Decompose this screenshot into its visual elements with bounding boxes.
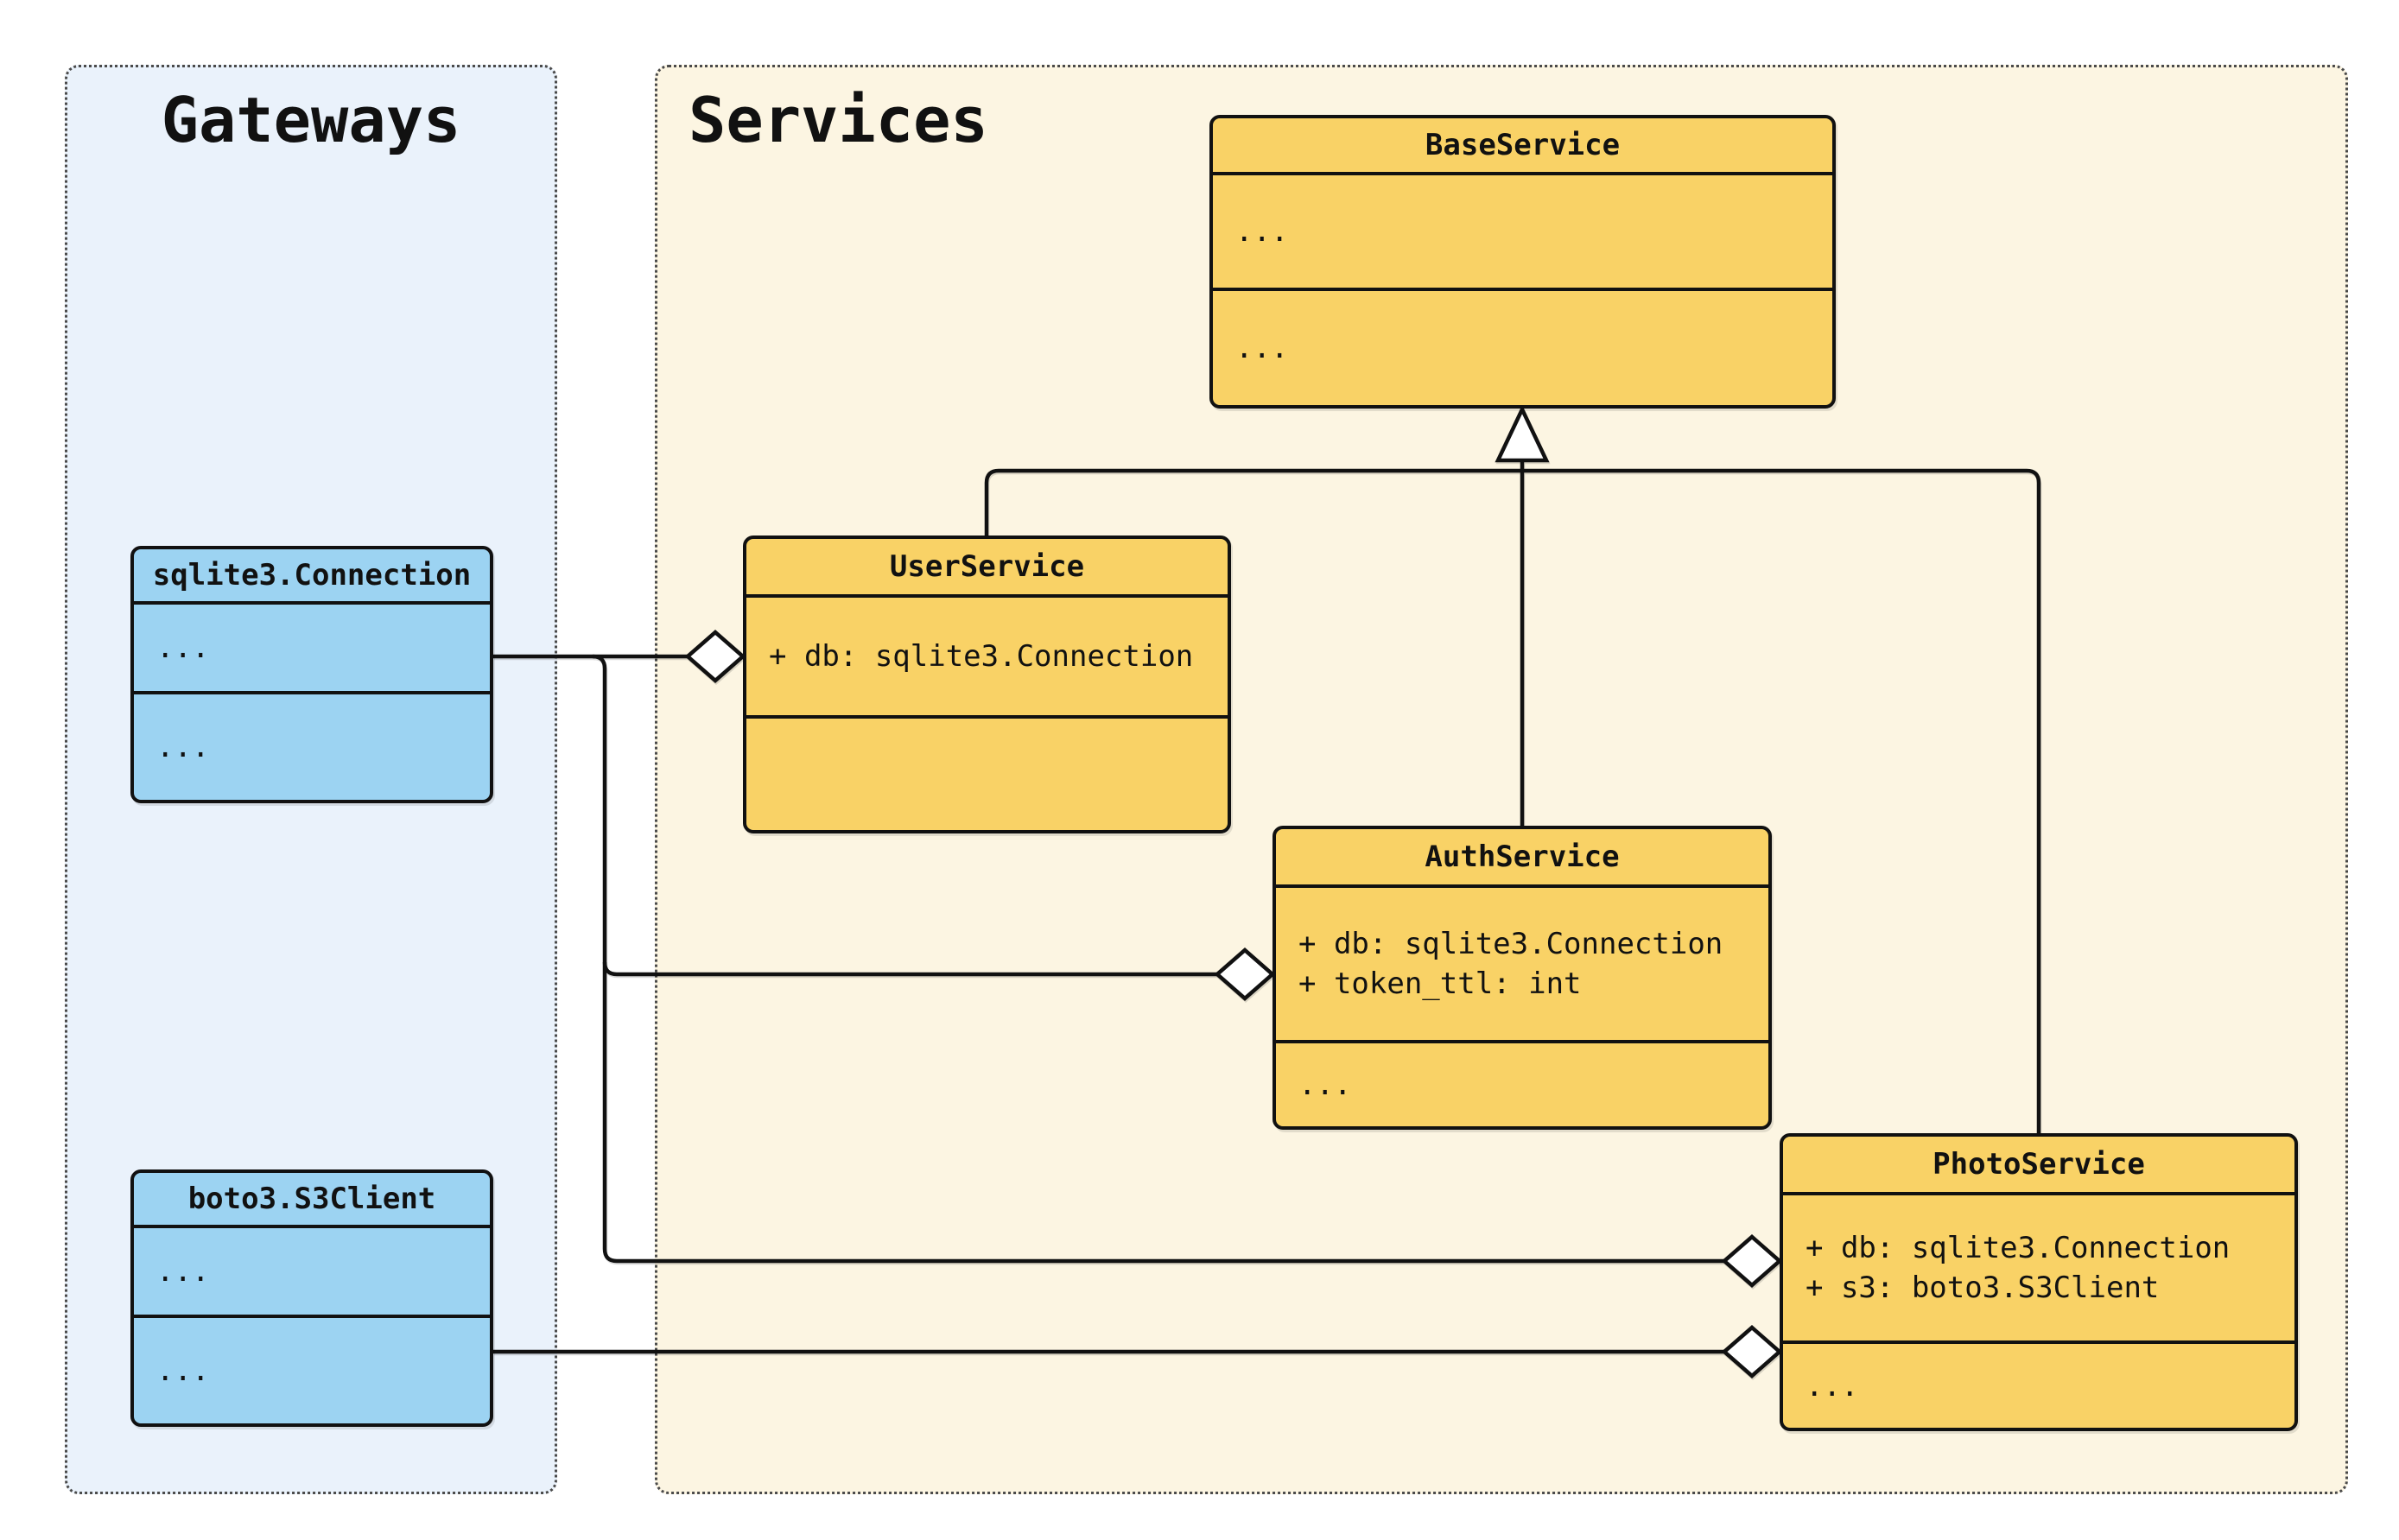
attributes-section: ... (134, 601, 490, 691)
edge-sqlite-authservice (602, 961, 1217, 977)
attributes-section: + db: sqlite3.Connection + s3: boto3.S3C… (1783, 1192, 2294, 1340)
attribute-line: + token_ttl: int (1298, 966, 1582, 1001)
class-title: boto3.S3Client (187, 1182, 436, 1216)
methods-section: ... (1213, 288, 1832, 405)
class-box-authservice: AuthService + db: sqlite3.Connection + t… (1272, 826, 1772, 1130)
ellipsis: ... (156, 1254, 210, 1289)
ellipsis: ... (1806, 1368, 1859, 1404)
class-title: AuthService (1425, 840, 1620, 874)
class-box-boto3-s3client: boto3.S3Client ... ... (130, 1169, 493, 1427)
inheritance-triangle-icon (1495, 404, 1550, 463)
attributes-section: ... (1213, 172, 1832, 288)
edge-sqlite-photoservice (592, 654, 1724, 1264)
aggregation-diamond-icon (684, 630, 746, 683)
ellipsis: ... (1235, 331, 1289, 365)
gateways-panel-title: Gateways (161, 84, 461, 156)
attribute-line: + db: sqlite3.Connection (769, 639, 1194, 674)
attribute-line: + s3: boto3.S3Client (1806, 1271, 2160, 1305)
class-title: BaseService (1425, 128, 1621, 162)
ellipsis: ... (1298, 1068, 1352, 1102)
class-title: PhotoService (1933, 1147, 2145, 1182)
methods-section: ... (1276, 1040, 1768, 1126)
aggregation-diamond-icon (1214, 947, 1276, 1001)
methods-section: ... (134, 691, 490, 800)
class-box-userservice: UserService + db: sqlite3.Connection (743, 536, 1231, 833)
edge-inheritance-bus (984, 468, 2041, 1137)
attributes-section: + db: sqlite3.Connection (746, 594, 1228, 715)
ellipsis: ... (156, 1353, 210, 1388)
attribute-line: + db: sqlite3.Connection (1298, 927, 1723, 961)
attribute-line: + db: sqlite3.Connection (1806, 1231, 2231, 1265)
services-panel-title: Services (689, 84, 988, 156)
methods-section: ... (1783, 1340, 2294, 1428)
aggregation-diamond-icon (1721, 1325, 1783, 1378)
class-title: UserService (889, 549, 1085, 584)
aggregation-diamond-icon (1721, 1234, 1783, 1288)
ellipsis: ... (156, 730, 210, 764)
methods-section: ... (134, 1315, 490, 1423)
class-title: sqlite3.Connection (152, 558, 472, 593)
methods-section (746, 715, 1228, 830)
class-box-sqlite3-connection: sqlite3.Connection ... ... (130, 546, 493, 803)
class-box-photoservice: PhotoService + db: sqlite3.Connection + … (1780, 1133, 2298, 1431)
attributes-section: + db: sqlite3.Connection + token_ttl: in… (1276, 884, 1768, 1040)
attributes-section: ... (134, 1225, 490, 1315)
ellipsis: ... (1235, 214, 1289, 249)
ellipsis: ... (156, 631, 210, 665)
class-box-baseservice: BaseService ... ... (1209, 115, 1836, 409)
